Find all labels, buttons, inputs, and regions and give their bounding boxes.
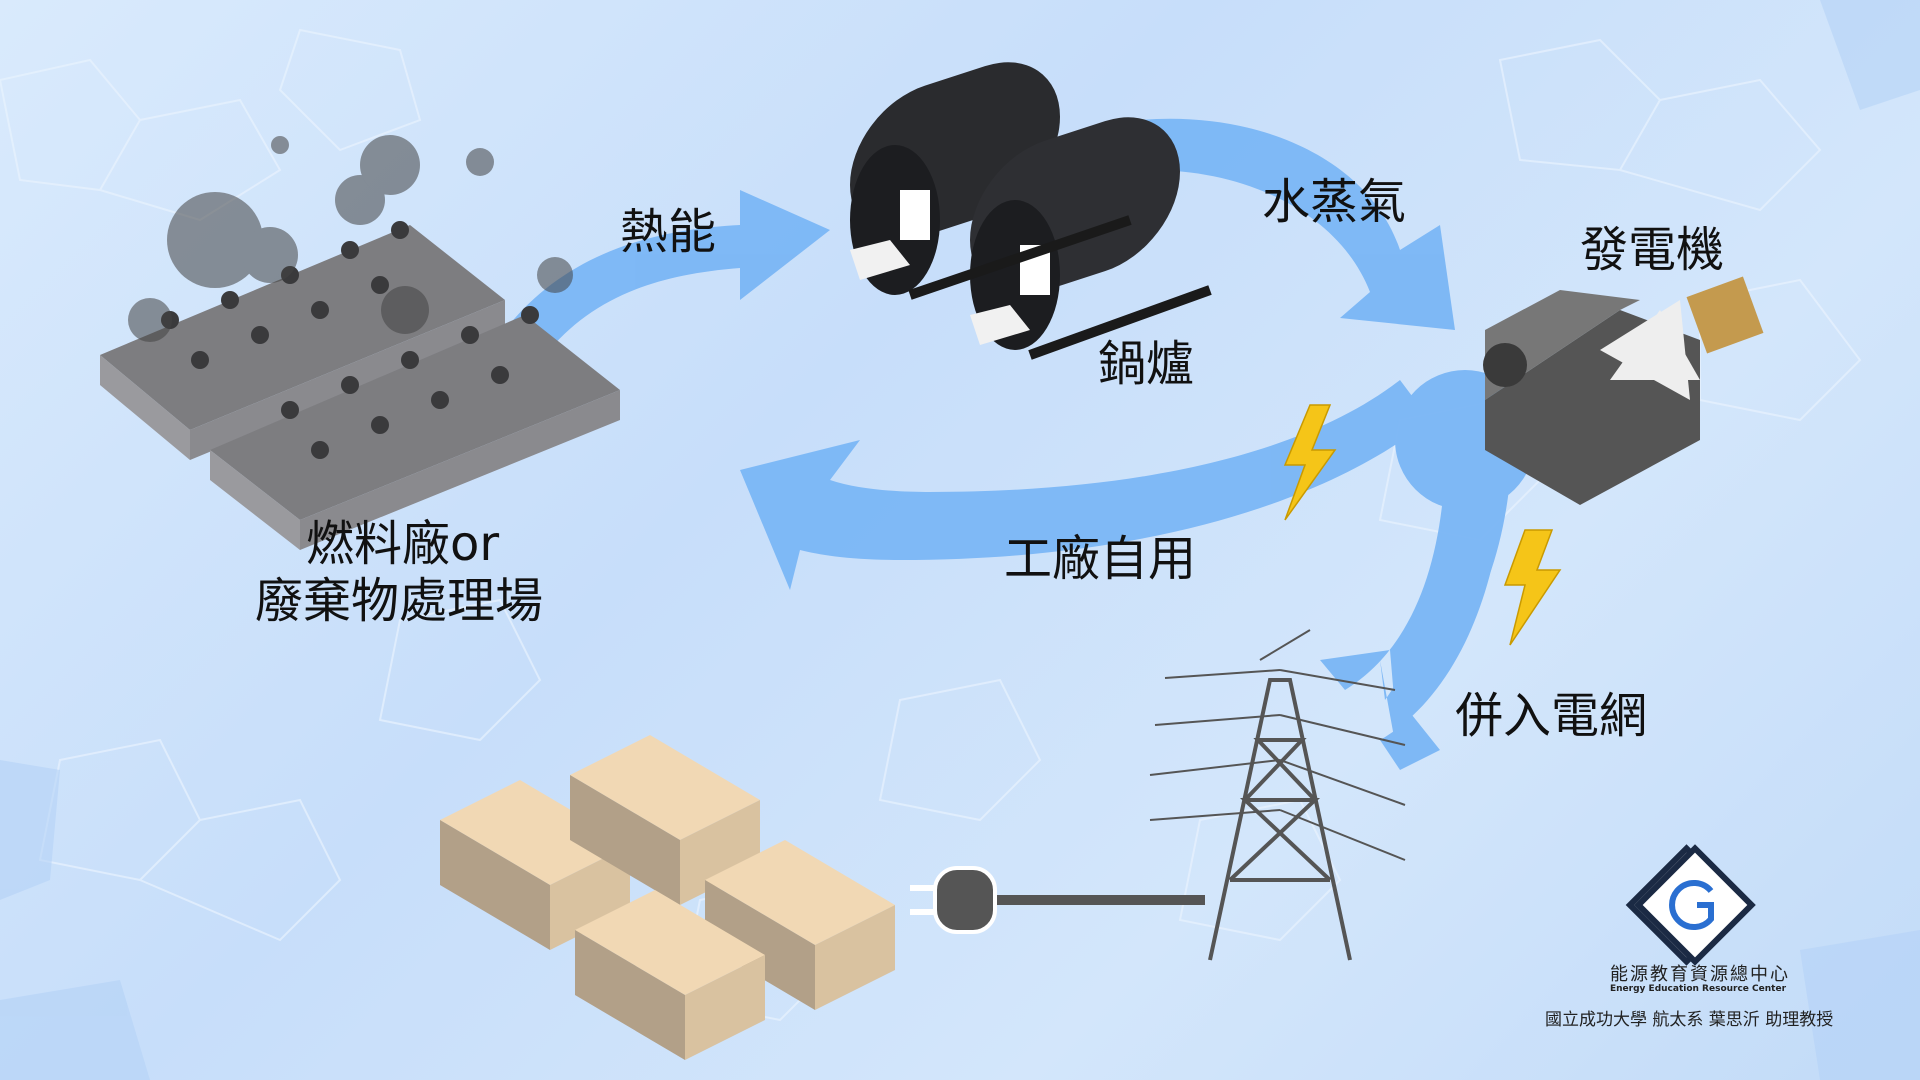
fuel-plant-label-line2: 廢棄物處理場 — [255, 573, 544, 629]
self-use-arrow — [740, 380, 1430, 590]
logo-name-zh: 能源教育資源總中心 — [1610, 964, 1790, 985]
boiler-illustration — [850, 62, 1212, 360]
heat-arrow — [505, 190, 830, 355]
lightning-icon — [1283, 404, 1337, 521]
boiler-label: 鍋爐 — [1098, 336, 1195, 392]
steam-arrow — [1140, 118, 1455, 330]
transmission-tower — [1149, 629, 1406, 961]
credit-text: 國立成功大學 航太系 葉思沂 助理教授 — [1545, 1010, 1834, 1030]
steam-label: 水蒸氣 — [1262, 174, 1407, 230]
lightning-icon — [1503, 529, 1562, 646]
heat-label: 熱能 — [620, 204, 717, 260]
lightning-icons — [1283, 404, 1562, 646]
self-use-label: 工廠自用 — [1004, 531, 1197, 587]
houses-illustration — [440, 735, 895, 1060]
fuel-plant-illustration — [100, 135, 620, 550]
generator-illustration — [1483, 276, 1764, 505]
logo-name-en: Energy Education Resource Center — [1610, 984, 1787, 994]
smoke — [128, 135, 573, 342]
energy-education-logo — [1625, 844, 1756, 966]
generator-label: 發電機 — [1580, 222, 1725, 278]
grid-label: 併入電網 — [1455, 688, 1648, 744]
power-plug-icon — [910, 866, 1205, 934]
fuel-plant-label-line1: 燃料廠or — [306, 516, 500, 572]
